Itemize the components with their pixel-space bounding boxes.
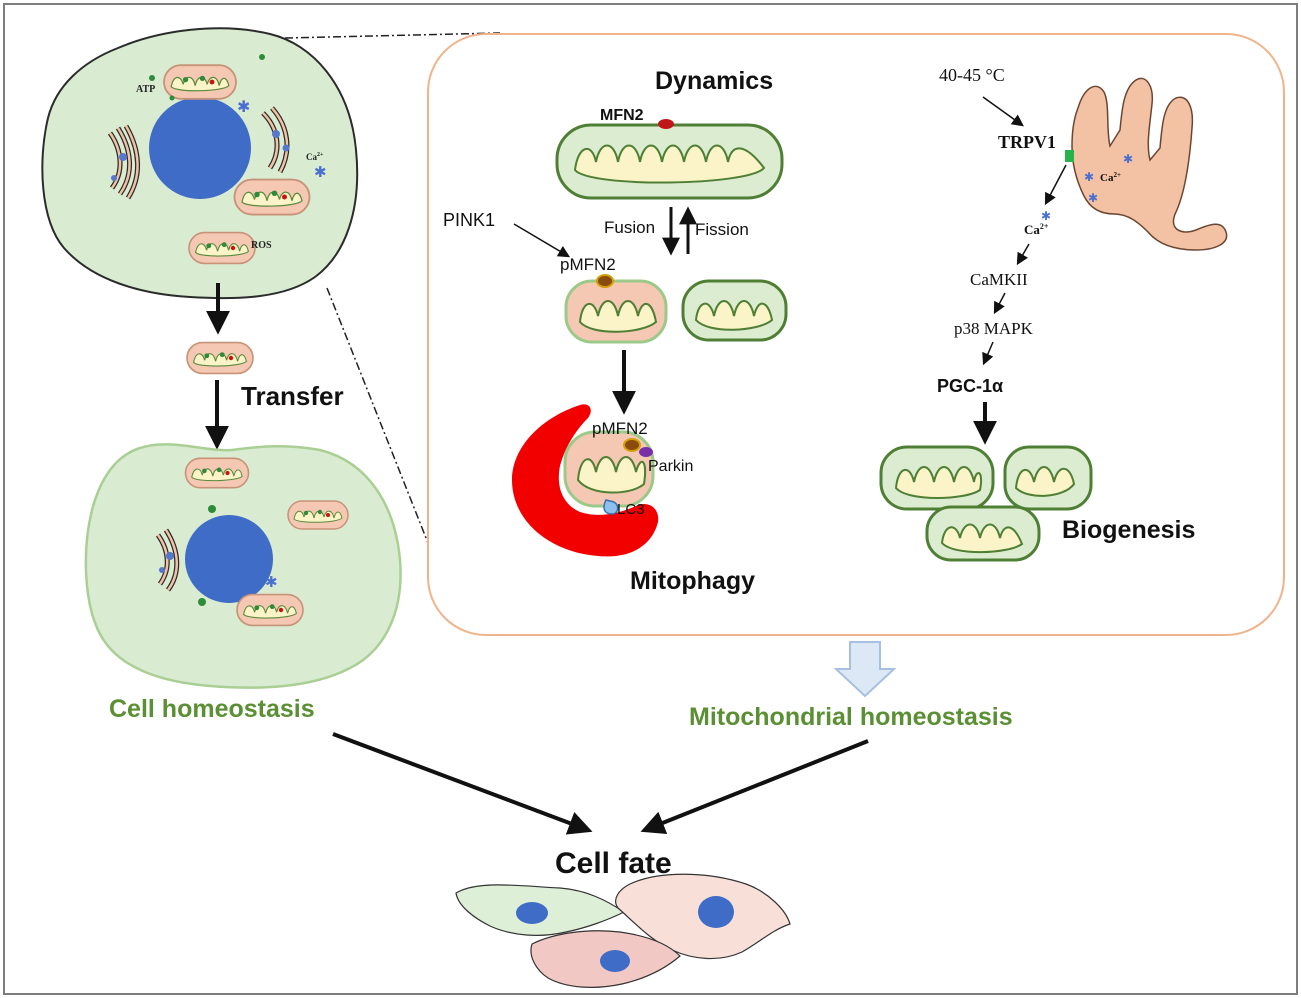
fission-label: Fission (695, 220, 749, 239)
cell-fate-label: Cell fate (555, 847, 672, 880)
p38-label: p38 MAPK (954, 319, 1034, 338)
recipient-er (155, 528, 180, 592)
autophagosome-shape (512, 404, 659, 557)
ros-label: ROS (251, 240, 272, 251)
calcium-star-icon: ✱ (237, 99, 250, 116)
donor-nucleus (149, 97, 251, 199)
camkii-label: CaMKII (970, 270, 1028, 289)
cell-homeostasis-label: Cell homeostasis (109, 695, 315, 723)
damaged-fission-mitochondrion (564, 274, 668, 344)
fate-cell-peach (615, 873, 791, 960)
pink1-arrow (513, 223, 571, 258)
ca-label-er: Ca2+ (1100, 171, 1121, 184)
biogenesis-mito-right (1003, 445, 1093, 511)
lc3-icon (603, 499, 619, 515)
lc3-label: LC3 (617, 501, 645, 518)
p38-pgc1a-arrow (982, 341, 994, 366)
recipient-nucleus (185, 515, 273, 603)
atp-label: ATP (136, 84, 155, 95)
ca-label-pathway: Ca2+ (1024, 222, 1049, 237)
calcium-star-icon: ✱ (265, 574, 278, 591)
temperature-arrow (982, 96, 1024, 127)
trpv1-ca-arrow (1044, 164, 1067, 206)
transferred-mito (186, 341, 254, 375)
biogenesis-mito-left (879, 445, 995, 511)
mitochondrial-homeostasis-label: Mitochondrial homeostasis (689, 703, 1013, 731)
donor-er-left (107, 124, 141, 200)
fate-cell-green (455, 884, 626, 936)
calcium-star-icon: ✱ (1088, 191, 1098, 205)
pink1-label: PINK1 (443, 210, 495, 230)
mfn2-protein-icon (658, 119, 674, 129)
fate-cell-pink (530, 930, 681, 988)
donor-mito-bottom (188, 231, 256, 265)
recipient-cell: ✱ (84, 443, 402, 689)
hollow-down-arrow-icon (833, 641, 897, 698)
endoplasmic-reticulum: ✱ ✱ ✱ Ca2+ (1065, 77, 1228, 251)
recipient-mito-top (184, 457, 250, 489)
mfn2-label: MFN2 (600, 107, 644, 124)
camkii-p38-arrow (993, 292, 1006, 315)
trpv1-label: TRPV1 (998, 132, 1056, 152)
healthy-fission-mitochondrion (681, 279, 788, 342)
ca-label-donor: Ca2+ (306, 152, 324, 162)
calcium-star-icon: ✱ (1123, 152, 1133, 166)
pmfn2-label-top: pMFN2 (560, 255, 616, 274)
donor-cell: ✱ ✱ ATP Ca2+ ROS (41, 27, 359, 300)
calcium-star-icon: ✱ (1041, 209, 1051, 223)
donor-er-right (261, 106, 290, 174)
donor-mito-top (163, 64, 237, 100)
dynamics-label: Dynamics (655, 67, 773, 95)
mitophagy-label: Mitophagy (630, 567, 755, 595)
biogenesis-label: Biogenesis (1062, 516, 1195, 544)
transfer-label: Transfer (241, 381, 344, 411)
mito-homeostasis-arrow (640, 739, 869, 835)
donor-mito-right (233, 178, 311, 216)
temperature-label: 40-45 °C (939, 65, 1005, 85)
pmfn2-protein-icon (596, 274, 614, 288)
biogenesis-mito-bottom (925, 505, 1041, 562)
parkin-label: Parkin (648, 458, 693, 475)
parkin-icon (639, 447, 653, 457)
calcium-star-icon: ✱ (1084, 170, 1094, 184)
ca-camkii-arrow (1016, 243, 1030, 266)
fusion-label: Fusion (604, 218, 655, 237)
recipient-mito-right (287, 500, 349, 530)
fused-mitochondrion (555, 119, 784, 200)
pmfn2-protein-icon-2 (623, 438, 641, 452)
pgc1a-label: PGC-1α (937, 376, 1003, 396)
recipient-mito-bottom (236, 593, 304, 627)
pmfn2-label-bottom: pMFN2 (592, 419, 648, 438)
autophagosome (512, 404, 659, 557)
trpv1-channel-icon (1065, 150, 1074, 162)
calcium-star-icon: ✱ (314, 164, 327, 181)
zoom-line-bottom (326, 287, 431, 549)
cell-homeostasis-arrow (332, 732, 593, 835)
zoom-line-top (284, 32, 501, 39)
